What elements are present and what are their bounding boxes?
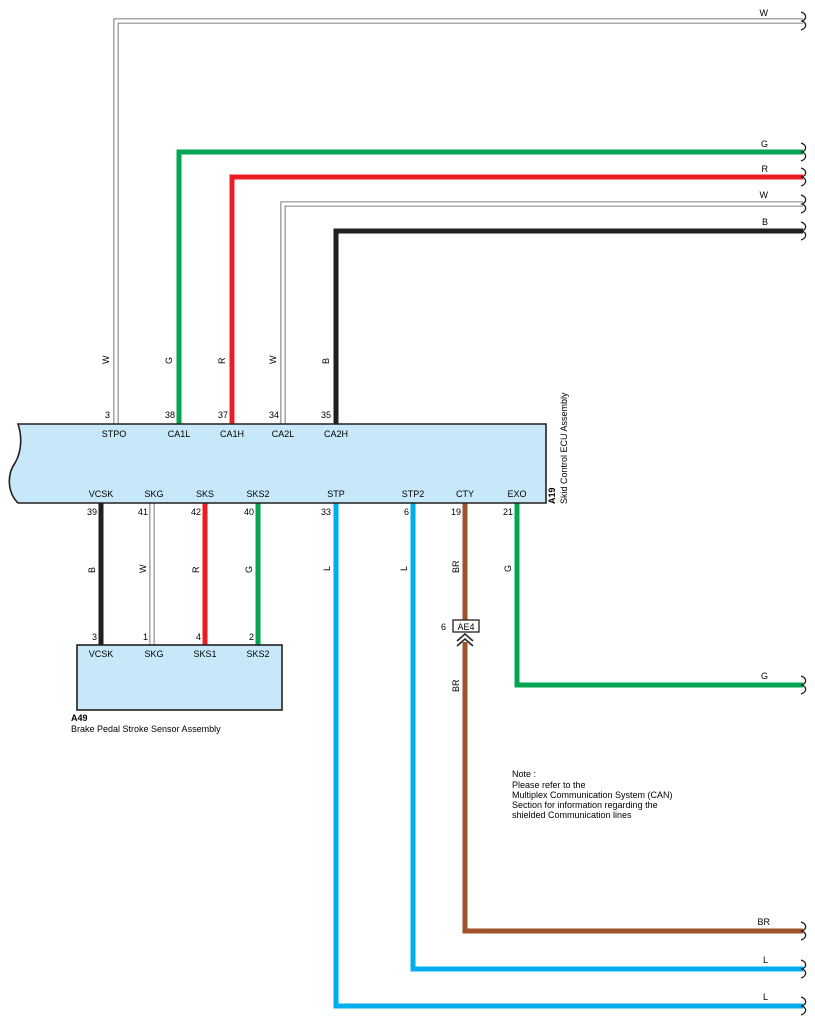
ecu-body xyxy=(8,423,547,504)
wire-color-label: L xyxy=(322,566,332,571)
sensor-pin-number: 4 xyxy=(196,632,201,642)
junction-chevron-icon xyxy=(456,633,474,642)
wire-break-icon xyxy=(800,921,807,941)
wire-ca2l-w xyxy=(280,201,803,425)
exit-color-label: R xyxy=(762,164,769,174)
wire-stpo-w xyxy=(113,18,803,425)
ecu-top-signal: CA2L xyxy=(272,429,295,439)
junction-pin: 6 xyxy=(441,622,446,632)
junction-chevron-icon-2 xyxy=(456,638,474,647)
wire-stp2-l xyxy=(410,503,803,972)
ecu-bottom-pin-number: 21 xyxy=(503,507,513,517)
ecu-bottom-pin-number: 33 xyxy=(321,507,331,517)
ecu-bottom-pin-number: 40 xyxy=(244,507,254,517)
ecu-bottom-signal: SKG xyxy=(144,489,163,499)
wire-break-icon xyxy=(800,675,807,695)
wire-break-icon xyxy=(800,221,807,241)
wire-cty-br-lower xyxy=(462,642,803,934)
ecu-bottom-signal: STP2 xyxy=(402,489,425,499)
wire-exo-g xyxy=(514,503,803,688)
junction-code: AE4 xyxy=(457,622,474,632)
wire-color-label: G xyxy=(244,566,254,573)
wire-break-marks xyxy=(800,11,807,1016)
exit-color-label: B xyxy=(762,217,768,227)
wire-color-label: BR xyxy=(451,679,461,692)
sensor-signal: SKS1 xyxy=(193,649,216,659)
exit-color-label: BR xyxy=(757,917,770,927)
wire-stp-l xyxy=(333,503,803,1009)
sensor-signal: VCSK xyxy=(89,649,114,659)
ecu-bottom-signal: SKS xyxy=(196,489,214,499)
exit-color-label: G xyxy=(761,671,768,681)
ecu-bottom-pin-number: 6 xyxy=(404,507,409,517)
ecu-top-pin-number: 38 xyxy=(165,410,175,420)
wire-color-labels: W G R W B B W R G L L BR G BR xyxy=(87,355,513,692)
note-line: shielded Communication lines xyxy=(512,810,632,820)
sensor-body xyxy=(76,644,283,711)
note-line: Please refer to the xyxy=(512,780,586,790)
note-line: Note : xyxy=(512,769,536,779)
sensor-pin-number: 3 xyxy=(92,632,97,642)
ecu-code: A19 xyxy=(547,487,557,504)
wire-color-label: W xyxy=(138,564,148,573)
sensor-name: Brake Pedal Stroke Sensor Assembly xyxy=(71,724,221,734)
ecu-top-signal: CA1L xyxy=(168,429,191,439)
ecu-bottom-pin-number: 39 xyxy=(87,507,97,517)
wire-color-label: W xyxy=(101,355,111,364)
ecu-name: Skid Control ECU Assembly xyxy=(559,392,569,504)
wire-break-icon xyxy=(800,167,807,187)
wire-color-label: BR xyxy=(451,560,461,573)
exit-color-labels: W G R W B G BR L L xyxy=(757,8,770,1002)
note-line: Multiplex Communication System (CAN) xyxy=(512,790,673,800)
sensor-pin-number: 1 xyxy=(143,632,148,642)
junction-ae4: AE4 6 xyxy=(441,619,480,647)
ecu-top-pin-number: 34 xyxy=(269,410,279,420)
wire-break-icon xyxy=(800,996,807,1016)
ecu-bottom-pin-number: 19 xyxy=(451,507,461,517)
ecu-bottom-pin-number: 41 xyxy=(138,507,148,517)
exit-color-label: L xyxy=(763,955,768,965)
ecu-top-signal: CA1H xyxy=(220,429,244,439)
ecu-bottom-pin-number: 42 xyxy=(191,507,201,517)
wire-ca2h-b xyxy=(333,228,803,425)
ecu-top-pin-number: 3 xyxy=(105,410,110,420)
wires xyxy=(98,18,803,1009)
note-line: Section for information regarding the xyxy=(512,800,658,810)
wire-color-label: L xyxy=(399,566,409,571)
wire-break-icon xyxy=(800,959,807,979)
wire-color-label: G xyxy=(503,565,513,572)
exit-color-label: W xyxy=(760,190,769,200)
wire-color-label: B xyxy=(321,358,331,364)
ecu-bottom-signal: SKS2 xyxy=(246,489,269,499)
wire-ca1l-g xyxy=(176,149,803,425)
ecu-bottom-signal: VCSK xyxy=(89,489,114,499)
wire-break-icon xyxy=(800,142,807,162)
wire-break-icon xyxy=(800,11,807,31)
wire-color-label: R xyxy=(217,357,227,364)
wire-color-label: G xyxy=(164,357,174,364)
ecu-top-pin-number: 35 xyxy=(321,410,331,420)
note-block: Note : Please refer to the Multiplex Com… xyxy=(512,769,673,820)
ecu-bottom-signal: EXO xyxy=(507,489,526,499)
exit-color-label: W xyxy=(760,8,769,18)
ecu-bottom-signal: STP xyxy=(327,489,345,499)
wire-ca1h-r xyxy=(229,174,803,425)
exit-color-label: G xyxy=(761,139,768,149)
sensor-signal: SKS2 xyxy=(246,649,269,659)
wire-color-label: R xyxy=(191,566,201,573)
ecu-top-pin-number: 37 xyxy=(218,410,228,420)
wire-break-icon xyxy=(800,194,807,214)
ecu-bottom-signal: CTY xyxy=(456,489,474,499)
wire-color-label: B xyxy=(87,567,97,573)
exit-color-label: L xyxy=(763,992,768,1002)
ecu-top-signal: STPO xyxy=(102,429,127,439)
ecu-top-signal: CA2H xyxy=(324,429,348,439)
wire-color-label: W xyxy=(268,355,278,364)
sensor-pin-number: 2 xyxy=(249,632,254,642)
sensor-signal: SKG xyxy=(144,649,163,659)
sensor-code: A49 xyxy=(71,713,88,723)
